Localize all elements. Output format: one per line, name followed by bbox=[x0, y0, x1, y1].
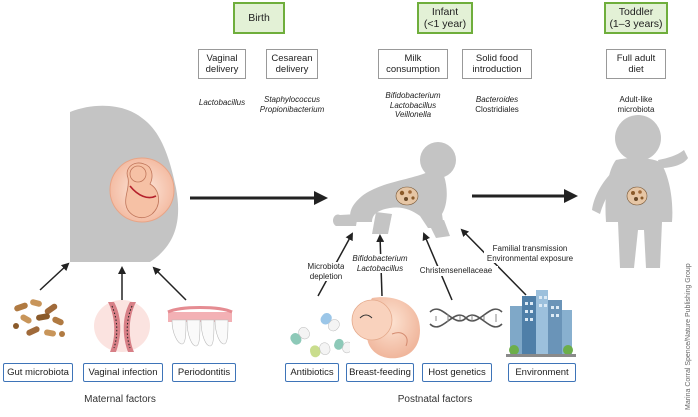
dna-helix-icon bbox=[429, 308, 503, 328]
microbe-clostridiales: Clostridiales bbox=[475, 104, 519, 114]
microbes-adult: Adult-like microbiota bbox=[604, 95, 668, 114]
factor-environment: Environment bbox=[508, 363, 576, 382]
label-environment-exposure: Familial transmission Environmental expo… bbox=[484, 244, 576, 263]
stage-infant-label: Infant bbox=[431, 6, 459, 18]
group-title-maternal-text: Maternal factors bbox=[84, 394, 156, 405]
group-title-postnatal-text: Postnatal factors bbox=[397, 394, 473, 405]
stage-birth-label: Birth bbox=[248, 12, 270, 24]
arrow-gut-to-mother bbox=[39, 262, 70, 291]
event-adult-line2: diet bbox=[628, 64, 644, 75]
event-milk-consumption: Milk consumption bbox=[378, 49, 448, 79]
label-familial-transmission: Familial transmission bbox=[492, 244, 568, 253]
teeth-icon bbox=[167, 306, 233, 347]
event-solid-food: Solid food introduction bbox=[462, 49, 532, 79]
label-breastfeeding-microbes: Bifidobacterium Lactobacillus bbox=[344, 254, 416, 273]
event-vaginal-line1: Vaginal bbox=[206, 53, 238, 64]
factor-antibiotics-label: Antibiotics bbox=[290, 367, 334, 378]
factor-periodontitis: Periodontitis bbox=[172, 363, 236, 382]
microbes-cesarean: Staphylococcus Propionibacterium bbox=[254, 95, 330, 114]
factor-host-genetics: Host genetics bbox=[422, 363, 492, 382]
label-depletion-line2: depletion bbox=[309, 271, 343, 281]
microbes-milk: Bifidobacterium Lactobacillus Veillonell… bbox=[372, 91, 454, 120]
toddler-gut-microbes-icon bbox=[626, 186, 648, 206]
capsules-icon bbox=[290, 313, 353, 358]
factor-antibiotics: Antibiotics bbox=[285, 363, 339, 382]
microbe-lactobacillus: Lactobacillus bbox=[198, 98, 246, 107]
fetus-icon bbox=[125, 162, 159, 218]
stage-infant: Infant (<1 year) bbox=[417, 2, 473, 34]
microbe-adult-like: Adult-like bbox=[619, 95, 653, 104]
label-depletion-line1: Microbiota bbox=[307, 262, 345, 271]
event-vaginal-delivery: Vaginal delivery bbox=[198, 49, 246, 79]
gut-bacteria-icon bbox=[13, 299, 65, 337]
image-credit: Marina Corral Spence/Nature Publishing G… bbox=[685, 263, 692, 410]
microbe-bacteroides: Bacteroides bbox=[475, 95, 519, 104]
microbes-vaginal: Lactobacillus bbox=[192, 98, 252, 108]
toddler-silhouette bbox=[592, 115, 688, 268]
microbe-veillonella: Veillonella bbox=[394, 110, 432, 119]
stage-toddler: Toddler (1–3 years) bbox=[604, 2, 668, 34]
event-cesarean-delivery: Cesarean delivery bbox=[266, 49, 318, 79]
stage-toddler-age: (1–3 years) bbox=[609, 18, 663, 30]
factor-periodontitis-label: Periodontitis bbox=[177, 367, 231, 378]
vaginal-infection-icon bbox=[94, 300, 150, 352]
microbe-microbiota: microbiota bbox=[617, 104, 655, 114]
group-title-maternal: Maternal factors bbox=[70, 394, 170, 405]
group-title-postnatal: Postnatal factors bbox=[380, 394, 490, 405]
event-milk-line1: Milk bbox=[404, 53, 422, 64]
label-lactobacillus: Lactobacillus bbox=[356, 263, 404, 273]
microbes-solid: Bacteroides Clostridiales bbox=[464, 95, 530, 114]
stage-toddler-label: Toddler bbox=[618, 6, 654, 18]
factor-environment-label: Environment bbox=[515, 367, 569, 378]
stage-birth: Birth bbox=[233, 2, 285, 34]
microbe-lactobacillus-infant: Lactobacillus bbox=[389, 100, 437, 110]
factor-gut-microbiota: Gut microbiota bbox=[3, 363, 73, 382]
label-environmental-exposure: Environmental exposure bbox=[486, 253, 574, 263]
event-solid-line1: Solid food bbox=[475, 53, 519, 64]
label-christensenellaceae-text: Christensenellaceae bbox=[419, 266, 493, 275]
event-cesarean-line1: Cesarean bbox=[271, 53, 313, 64]
event-milk-line2: consumption bbox=[386, 64, 440, 75]
factor-vaginal-infection: Vaginal infection bbox=[83, 363, 163, 382]
factor-breast-label: Breast-feeding bbox=[349, 367, 411, 378]
factor-genetics-label: Host genetics bbox=[428, 367, 486, 378]
stage-infant-age: (<1 year) bbox=[423, 18, 467, 30]
microbe-propionibacterium: Propionibacterium bbox=[259, 104, 325, 114]
event-adult-line1: Full adult bbox=[616, 53, 656, 64]
label-bifidobacterium: Bifidobacterium bbox=[352, 254, 408, 263]
factor-breast-feeding: Breast-feeding bbox=[346, 363, 414, 382]
label-christensenellaceae: Christensenellaceae bbox=[414, 266, 498, 276]
pregnant-woman-silhouette bbox=[70, 105, 179, 262]
label-microbiota-depletion: Microbiota depletion bbox=[300, 262, 352, 281]
arrow-perio-to-mother bbox=[152, 266, 187, 301]
breastfeeding-icon bbox=[350, 296, 420, 360]
image-credit-text: Marina Corral Spence/Nature Publishing G… bbox=[685, 263, 692, 410]
microbe-bifidobacterium: Bifidobacterium bbox=[385, 91, 441, 100]
event-cesarean-line2: delivery bbox=[275, 64, 309, 75]
factor-vaginal-label: Vaginal infection bbox=[88, 367, 158, 378]
microbe-staphylococcus: Staphylococcus bbox=[263, 95, 321, 104]
crawling-infant-silhouette bbox=[333, 142, 456, 238]
factor-gut-label: Gut microbiota bbox=[7, 367, 69, 378]
event-full-adult-diet: Full adult diet bbox=[606, 49, 666, 79]
event-vaginal-line2: delivery bbox=[205, 64, 239, 75]
event-solid-line2: introduction bbox=[472, 64, 522, 75]
city-buildings-icon bbox=[506, 290, 576, 357]
infant-gut-microbes-icon bbox=[395, 186, 419, 206]
